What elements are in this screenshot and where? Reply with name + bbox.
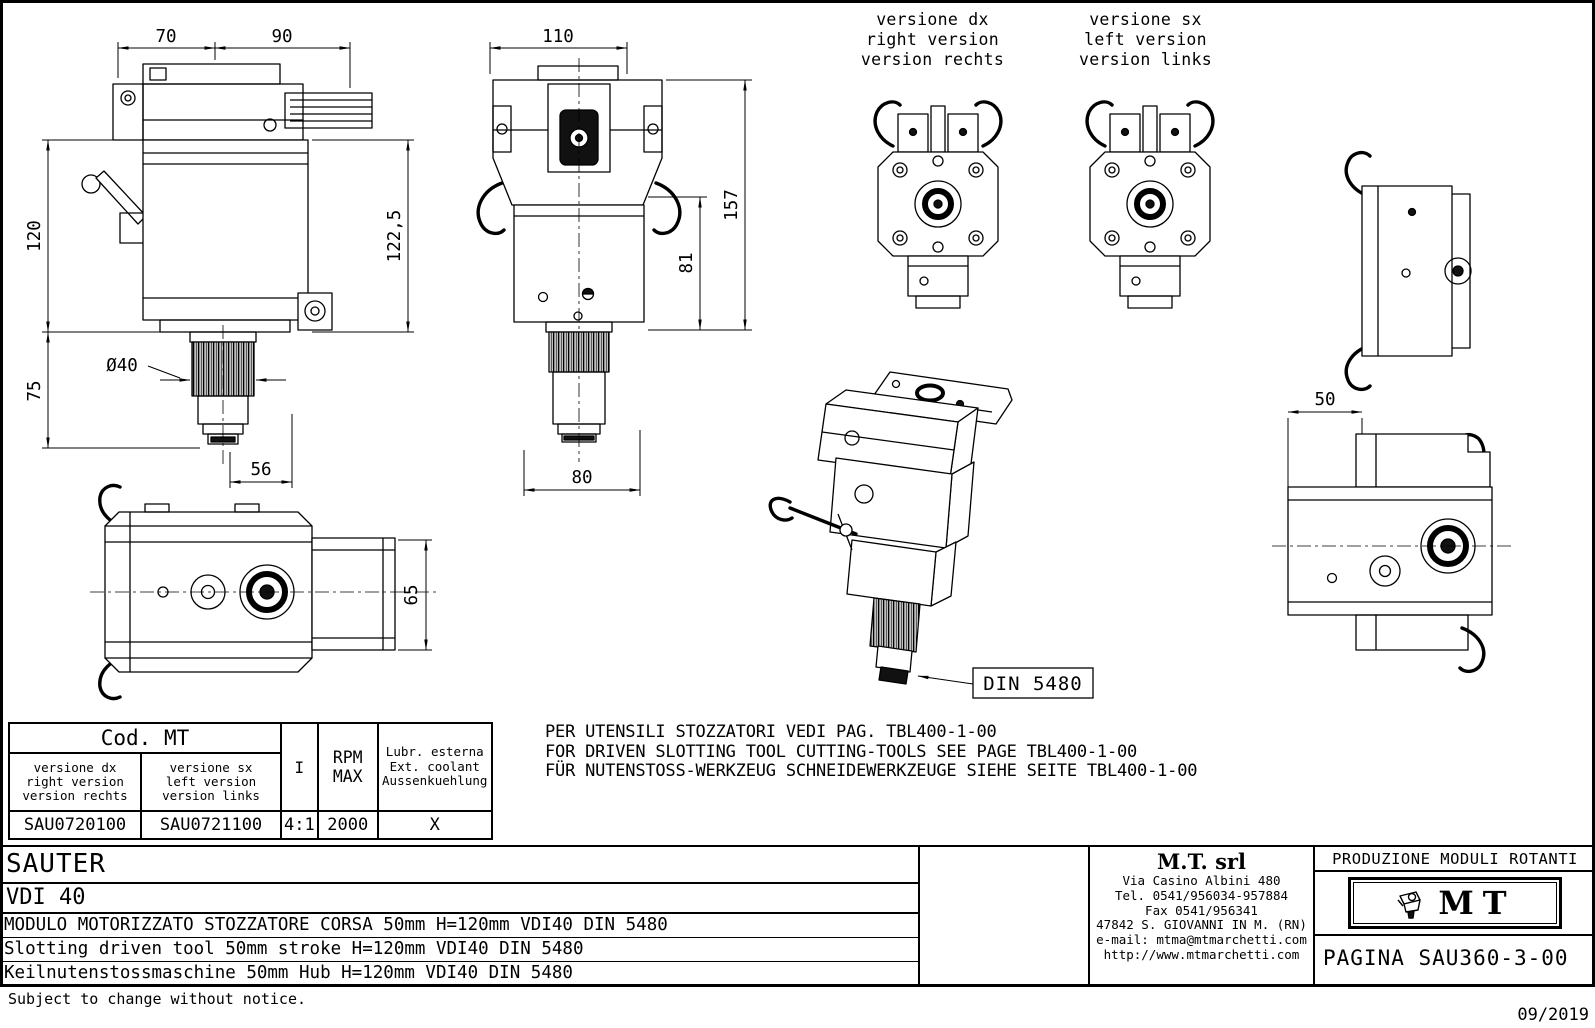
column-header-rpm: RPM MAX [316,722,379,812]
reference-notes: PER UTENSILI STOZZATORI VEDI PAG. TBL400… [545,722,1198,782]
footer-notice: Subject to change without notice. [8,990,307,1008]
company-address: Via Casino Albini 480 [1122,873,1281,888]
company-telephone: Tel. 0541/956034-957884 [1114,887,1289,903]
mt-logo-text: MT [1438,884,1516,922]
column-header-coolant: Lubr. esterna Ext. coolant Aussenkuehlun… [376,722,493,812]
column-header-ratio: I [280,722,319,812]
dim-50-label: 50 [1314,390,1335,410]
description-italian: MODULO MOTORIZZATO STOZZATORE CORSA 50mm… [0,914,918,938]
company-name: M.T. srl [1157,849,1246,874]
company-city: 47842 S. GIOVANNI IN M. (RN) [1096,917,1307,933]
dim-120-label: 120 [25,220,45,252]
dim-50: 50 [1287,390,1363,492]
production-label: PRODUZIONE MODULI ROTANTI [1315,847,1595,872]
left-version-drawing [1087,102,1213,308]
view-right-side-top [1344,150,1472,392]
dim-157-label: 157 [722,189,742,221]
dim-65-label: 65 [402,584,422,605]
note-line-german: FÜR NUTENSTOSS-WERKZEUG SCHNEIDEWERKZEUG… [545,761,1198,781]
dim-75-label: 75 [25,380,45,401]
description-german: Keilnutenstossmaschine 50mm Hub H=120mm … [4,963,573,983]
dim-110-label: 110 [542,27,574,47]
dim-122-5-label: 122,5 [385,210,405,263]
coolant-value: X [376,810,493,840]
title-block-descriptions: SAUTER VDI 40 MODULO MOTORIZZATO STOZZAT… [0,847,920,984]
right-version-drawing [875,102,1001,308]
note-line-english: FOR DRIVEN SLOTTING TOOL CUTTING-TOOLS S… [545,741,1138,762]
left-version-header: versione sx left version version links [1078,10,1213,69]
table-title: Cod. MT [8,722,282,754]
view-right-side-bottom [1272,432,1512,674]
dim-56-label: 56 [250,460,271,480]
brand-name: SAUTER [0,847,918,884]
company-email: e-mail: mtma@mtmarchetti.com [1096,932,1307,948]
dim-80-label: 80 [571,468,592,488]
dim-81-label: 81 [677,252,697,273]
company-website: http://www.mtmarchetti.com [1103,946,1300,962]
order-code-sx: SAU0721100 [140,810,282,840]
title-block: SAUTER VDI 40 MODULO MOTORIZZATO STOZZAT… [0,845,1595,986]
production-block: PRODUZIONE MODULI ROTANTI [1315,847,1595,984]
tool-system: VDI 40 [0,884,918,914]
din-callout: DIN 5480 [917,667,1094,699]
dim-70-label: 70 [155,27,176,47]
front-view-dimensions: 110 157 81 80 [489,27,752,496]
view-isometric [768,371,1013,685]
side-view-dimensions: 70 90 120 75 122,5 Ø40 56 [25,27,414,488]
ratio-value: 4:1 [280,810,319,840]
view-top-plan [90,483,440,701]
company-info-block: M.T. srl Via Casino Albini 480 Tel. 0541… [1090,847,1315,984]
right-version-header: versione dx right version version rechts [860,10,1005,69]
footer-date: 09/2019 [1517,1005,1589,1025]
order-code-dx: SAU0720100 [8,810,142,840]
order-code-table: Cod. MT I RPM MAX Lubr. esterna Ext. coo… [8,722,493,840]
column-header-dx: versione dx right version version rechts [8,752,142,812]
logo-row: MT [1315,872,1595,936]
mt-logo: MT [1348,877,1562,929]
page-reference: PAGINA SAU360-3-00 [1323,946,1569,970]
din-callout-label: DIN 5480 [983,673,1083,695]
rpm-value: 2000 [316,810,379,840]
view-front-elevation [476,58,682,462]
view-side-elevation [81,63,373,466]
note-line-italian: PER UTENSILI STOZZATORI VEDI PAG. TBL400… [545,722,997,742]
column-header-sx: versione sx left version version links [140,752,282,812]
dim-65: 65 [398,539,432,651]
company-fax: Fax 0541/956341 [1145,902,1258,918]
dim-90-label: 90 [271,27,292,47]
mt-logo-tool-icon [1397,891,1422,919]
title-block-empty-cell [920,847,1090,984]
technical-drawing-views: 70 90 120 75 122,5 Ø40 56 [25,27,1512,701]
dim-diameter-40-label: Ø40 [106,356,138,376]
description-english: Slotting driven tool 50mm stroke H=120mm… [0,938,918,962]
